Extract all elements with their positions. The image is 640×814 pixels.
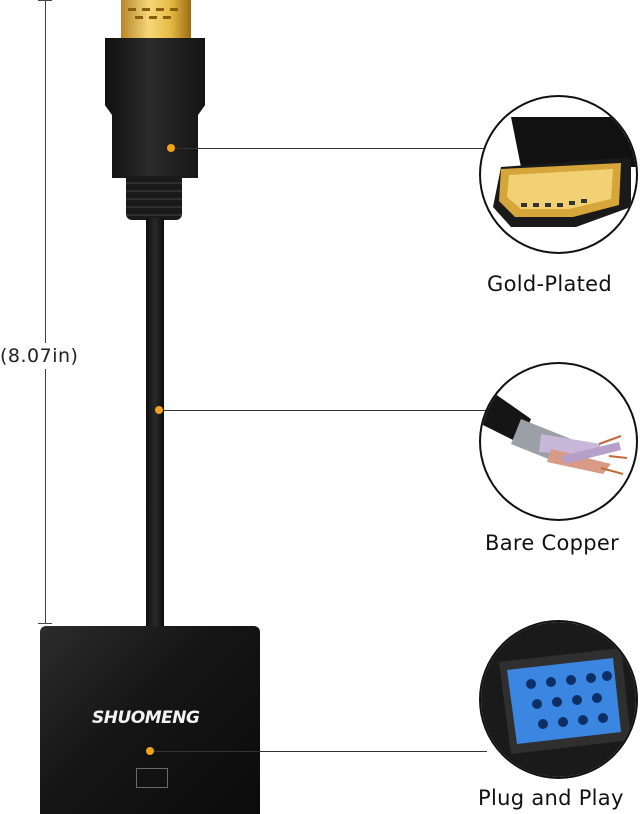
copper-wires-icon: [479, 362, 638, 521]
feature-label-plug: Plug and Play: [478, 786, 624, 810]
hdmi-pin-pattern: [128, 8, 178, 19]
feature-label-gold: Gold-Plated: [487, 272, 613, 296]
hdmi-connector-body: [105, 38, 205, 178]
leader-line-copper: [163, 410, 487, 411]
vga-adapter-box: [40, 626, 260, 814]
leader-line-plug: [154, 751, 487, 752]
leader-line-gold: [175, 148, 487, 149]
port-glyph-icon: [136, 768, 168, 788]
callout-dot-plug: [146, 747, 154, 755]
callout-dot-copper: [155, 406, 163, 414]
measure-tick-top: [38, 0, 52, 1]
gold-plated-connector-icon: [479, 95, 638, 254]
length-measure-line: [45, 0, 46, 624]
measure-tick-bottom: [38, 623, 52, 624]
brand-logo: SHUOMENG: [92, 708, 200, 728]
hdmi-gold-tip: [121, 0, 191, 42]
length-label: (8.07in): [0, 343, 79, 369]
callout-dot-gold: [167, 144, 175, 152]
cable: [146, 218, 164, 638]
feature-label-copper: Bare Copper: [485, 531, 620, 555]
vga-port-icon: [479, 620, 638, 779]
hdmi-strain-relief: [126, 176, 182, 220]
